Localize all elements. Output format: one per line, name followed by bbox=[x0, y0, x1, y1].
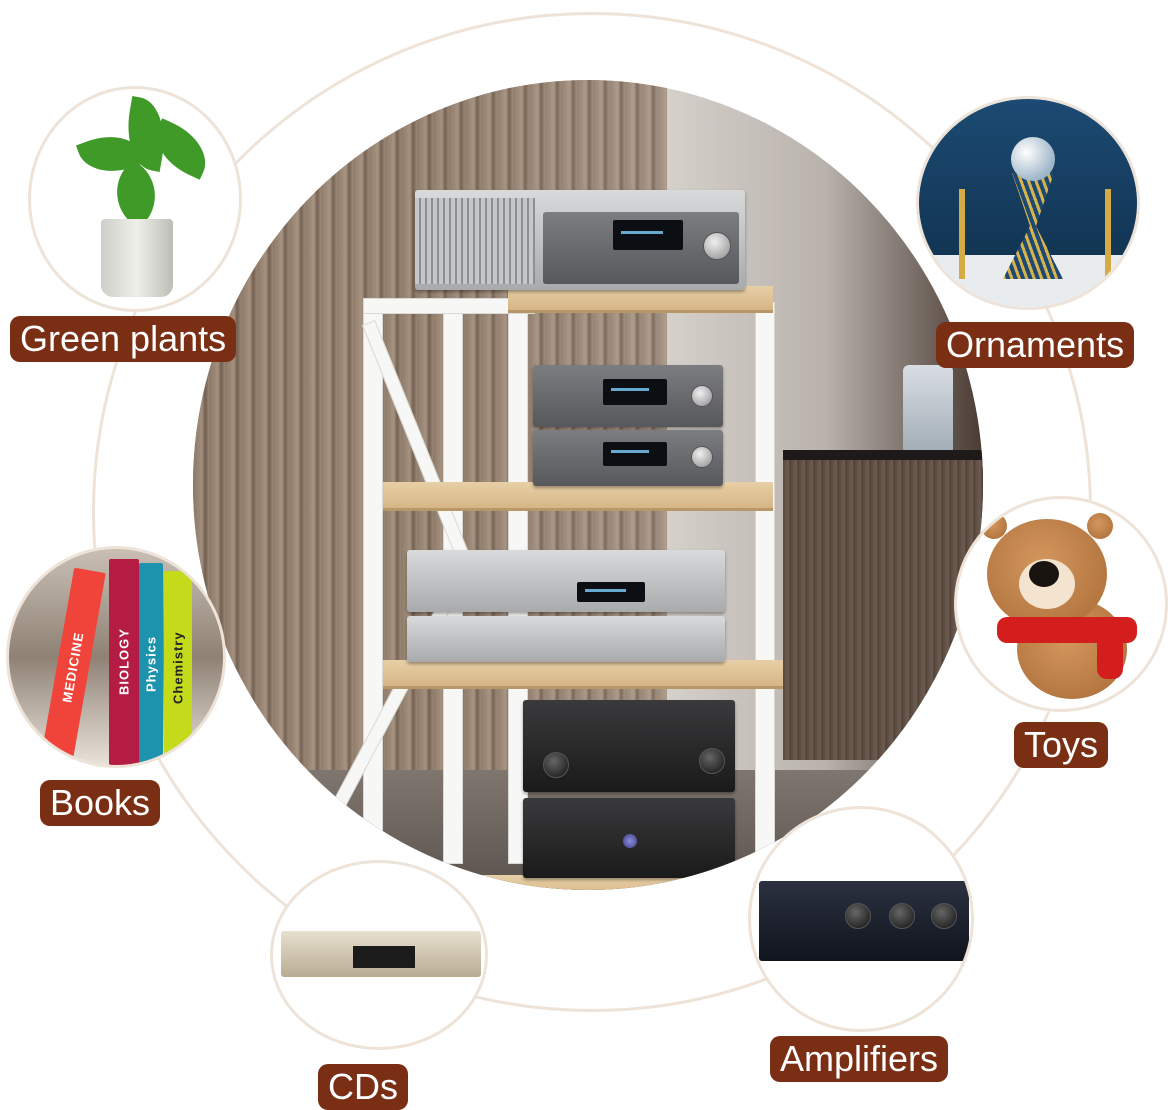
amp-knob bbox=[889, 903, 915, 929]
side-cabinet bbox=[783, 460, 983, 760]
cd-transport bbox=[533, 365, 723, 427]
shelf-1 bbox=[508, 286, 773, 313]
tuner-unit bbox=[407, 550, 725, 612]
display-screen bbox=[603, 379, 667, 405]
front-panel bbox=[543, 212, 739, 284]
control-knob bbox=[691, 385, 713, 407]
bear-ear-right bbox=[1087, 513, 1113, 539]
cd-display bbox=[353, 946, 415, 968]
red-scarf-tail bbox=[1097, 619, 1123, 679]
book-physics: Physics bbox=[139, 563, 163, 765]
vase bbox=[903, 365, 953, 465]
thumb-amplifiers bbox=[748, 806, 974, 1032]
bear-ear-left bbox=[981, 513, 1007, 539]
book-chemistry: Chemistry bbox=[164, 571, 192, 765]
power-amplifier bbox=[523, 798, 735, 878]
heatsink-fins bbox=[415, 198, 535, 284]
input-knob bbox=[543, 752, 569, 778]
integrated-amplifier-top bbox=[415, 190, 745, 290]
main-product-photo bbox=[193, 80, 983, 890]
book-biology: BIOLOGY bbox=[109, 559, 139, 765]
gold-deer-left bbox=[959, 189, 965, 279]
audio-rack bbox=[327, 190, 783, 890]
display-screen bbox=[613, 220, 683, 250]
label-toys: Toys bbox=[1014, 722, 1109, 768]
label-green-plants: Green plants bbox=[10, 316, 237, 362]
thumb-books: MEDICINE BIOLOGY Physics Chemistry bbox=[6, 546, 226, 768]
label-ornaments: Ornaments bbox=[936, 322, 1135, 368]
thumb-toys bbox=[954, 496, 1168, 712]
label-amplifiers: Amplifiers bbox=[770, 1036, 949, 1082]
thumb-ornaments bbox=[916, 96, 1140, 310]
display-screen bbox=[577, 582, 645, 602]
bear-nose bbox=[1029, 561, 1059, 587]
display-screen bbox=[603, 442, 667, 466]
preamp-unit bbox=[407, 616, 725, 662]
shelf-4 bbox=[383, 875, 783, 890]
thumb-green-plants bbox=[28, 86, 242, 312]
plant-pot bbox=[101, 219, 173, 297]
amplifier-unit bbox=[759, 881, 969, 961]
shelf-2 bbox=[383, 482, 773, 511]
volume-knob bbox=[703, 232, 731, 260]
gold-deer-right bbox=[1105, 189, 1111, 279]
volume-knob bbox=[699, 748, 725, 774]
rack-post-right bbox=[755, 302, 775, 864]
av-receiver bbox=[523, 700, 735, 792]
thumb-cds bbox=[270, 860, 488, 1050]
label-cds: CDs bbox=[318, 1064, 408, 1110]
amp-knob bbox=[845, 903, 871, 929]
dac-unit bbox=[533, 430, 723, 486]
cd-player bbox=[281, 931, 481, 977]
power-button bbox=[623, 834, 637, 848]
label-books: Books bbox=[40, 780, 161, 826]
rack-post-front-left bbox=[363, 302, 383, 864]
amp-knob bbox=[931, 903, 957, 929]
control-knob bbox=[691, 446, 713, 468]
crystal-ball bbox=[1011, 137, 1055, 181]
shelf-3 bbox=[383, 660, 783, 689]
